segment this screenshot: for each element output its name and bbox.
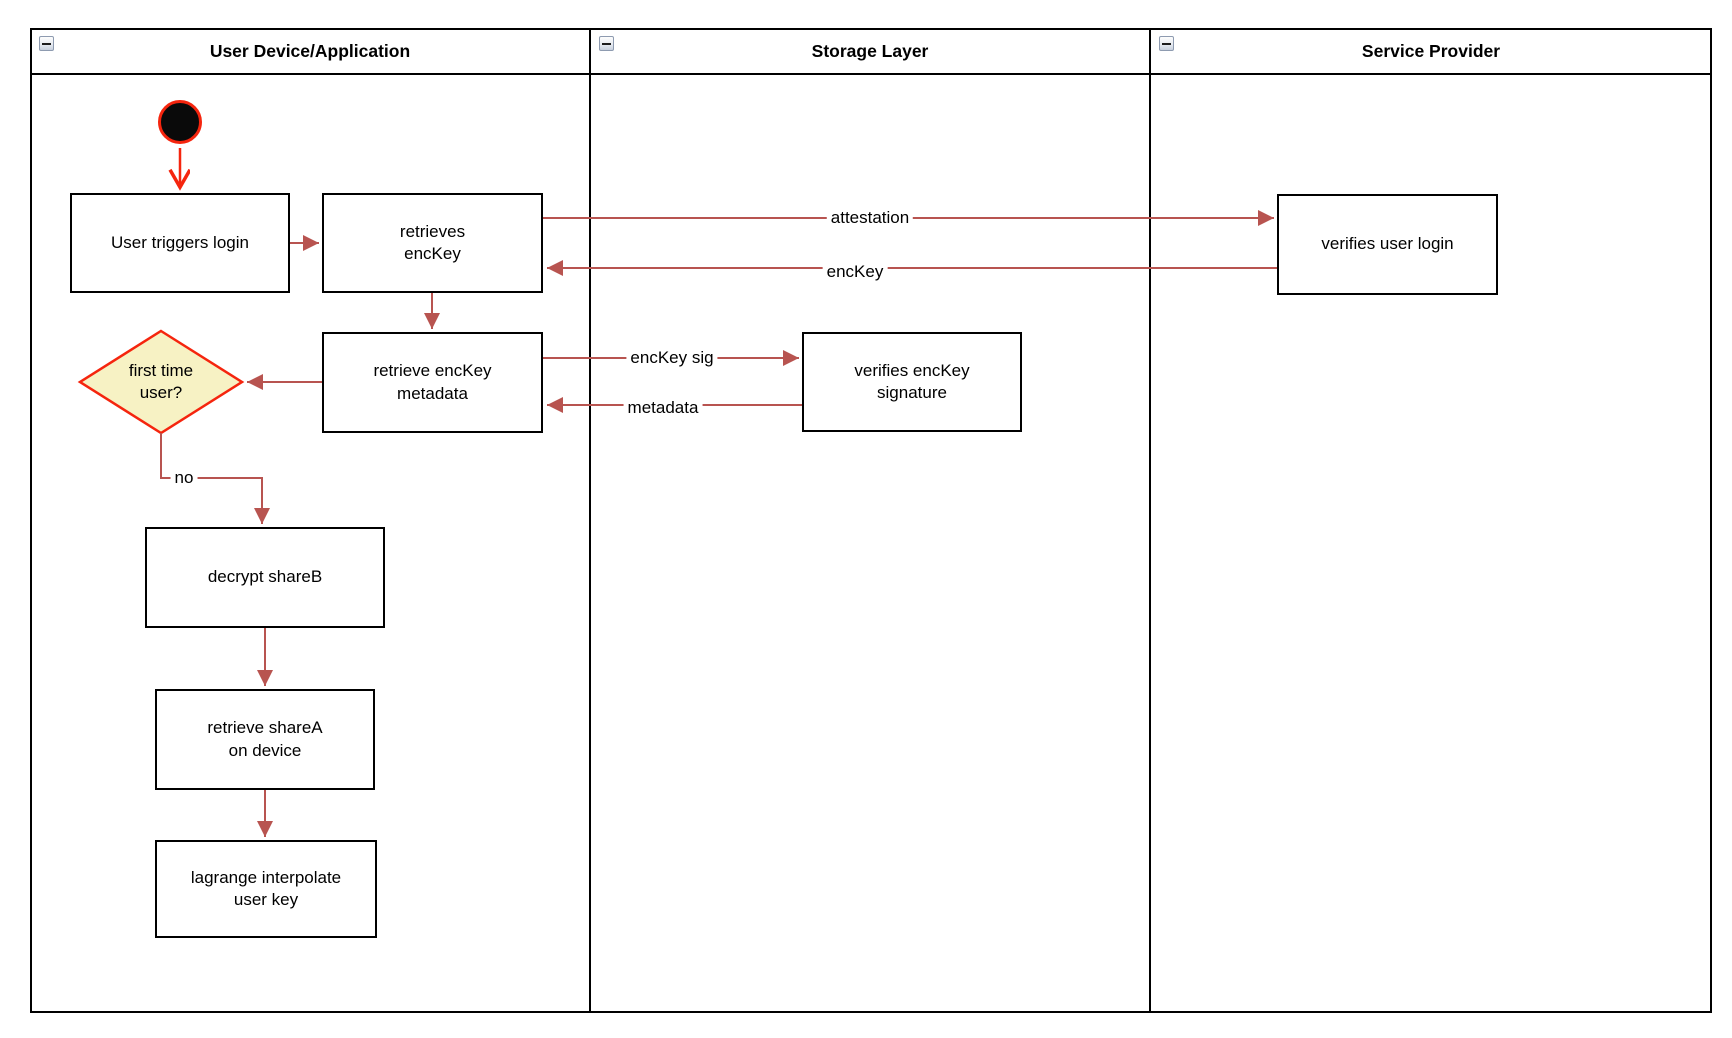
edge-label-attestation: attestation xyxy=(826,207,914,229)
lane-header-user-device: User Device/Application xyxy=(30,30,590,73)
lane-divider-1 xyxy=(589,28,591,1013)
node-lagrange-interpolate-user-key[interactable]: lagrange interpolate user key xyxy=(155,840,377,938)
lane-divider-2 xyxy=(1149,28,1151,1013)
edge-label-enckey: encKey xyxy=(822,261,888,283)
edge-label-no: no xyxy=(170,467,198,489)
lane-header-service-provider: Service Provider xyxy=(1150,30,1712,73)
collapse-minus-icon[interactable] xyxy=(1159,36,1174,51)
collapse-minus-icon[interactable] xyxy=(599,36,614,51)
lane-title-service-provider: Service Provider xyxy=(1361,41,1501,61)
node-decrypt-shareb[interactable]: decrypt shareB xyxy=(145,527,385,628)
lane-header-storage-layer: Storage Layer xyxy=(590,30,1150,73)
minus-icon xyxy=(1162,42,1171,45)
minus-icon xyxy=(602,42,611,45)
node-user-triggers-login[interactable]: User triggers login xyxy=(70,193,290,293)
node-retrieve-enckey-metadata[interactable]: retrieve encKey metadata xyxy=(322,332,543,433)
initial-node[interactable] xyxy=(158,100,202,144)
node-retrieve-sharea-on-device[interactable]: retrieve shareA on device xyxy=(155,689,375,790)
node-verifies-enckey-signature[interactable]: verifies encKey signature xyxy=(802,332,1022,432)
decision-label: first time user? xyxy=(128,360,194,402)
collapse-minus-icon[interactable] xyxy=(39,36,54,51)
edge-label-metadata: metadata xyxy=(623,397,703,419)
minus-icon xyxy=(42,42,51,45)
edge-no-branch xyxy=(160,433,270,524)
lane-title-user-device: User Device/Application xyxy=(209,41,411,61)
lane-title-storage-layer: Storage Layer xyxy=(811,41,929,61)
node-retrieves-enckey[interactable]: retrieves encKey xyxy=(322,193,543,293)
edge-label-enckey-sig: encKey sig xyxy=(626,347,718,369)
lane-header-divider xyxy=(30,73,1712,75)
node-verifies-user-login[interactable]: verifies user login xyxy=(1277,194,1498,295)
